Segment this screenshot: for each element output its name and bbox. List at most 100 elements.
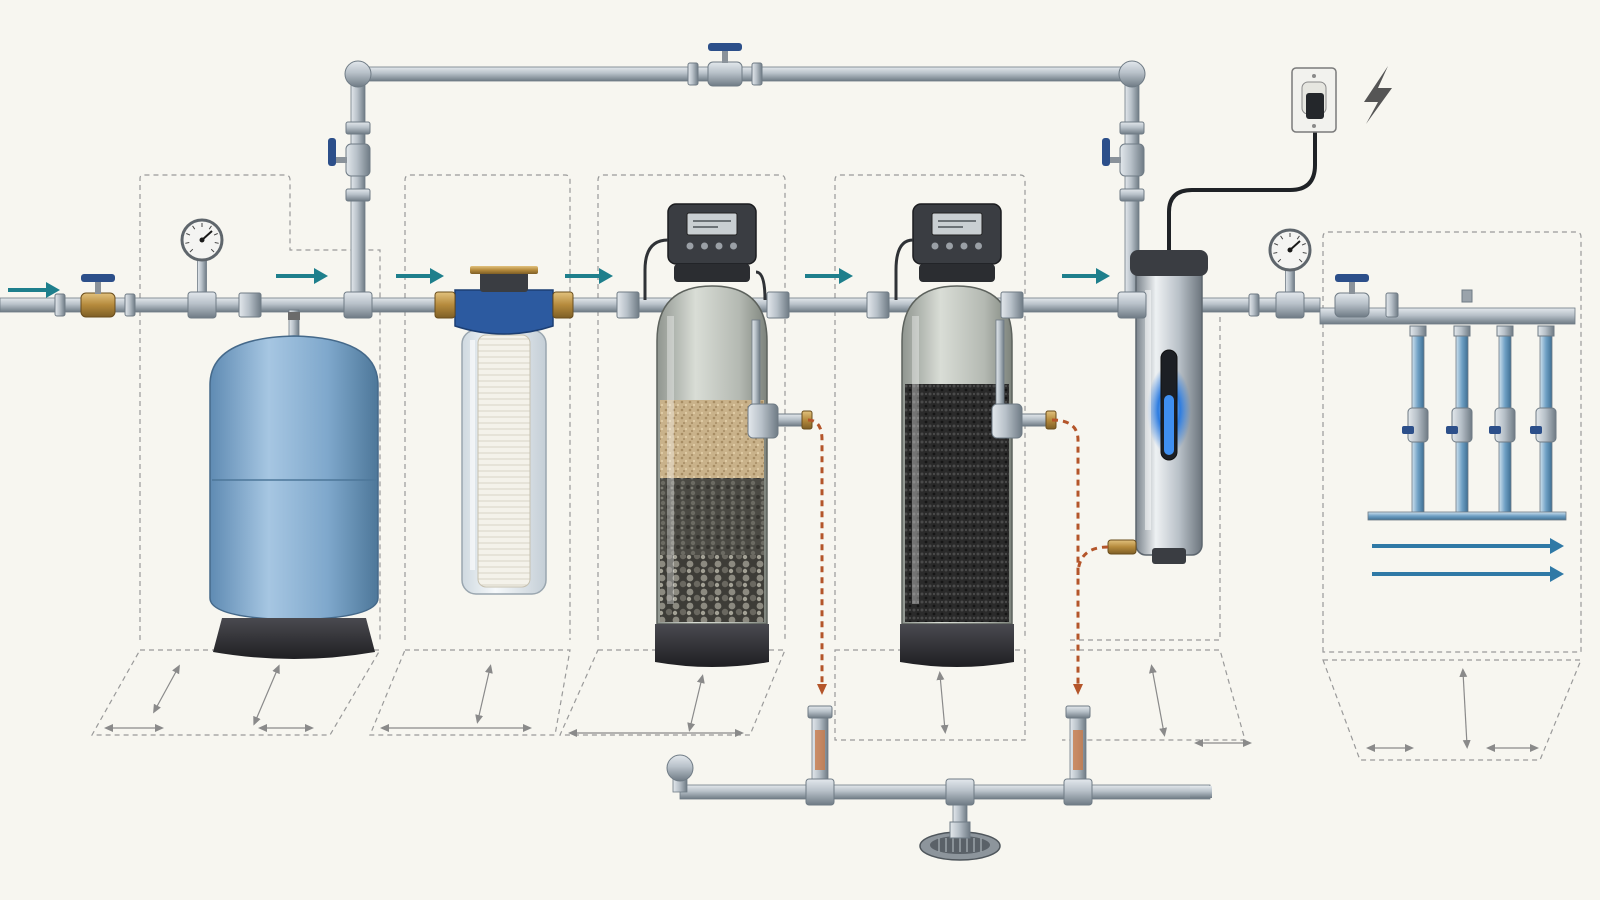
tee-fitting xyxy=(805,778,835,806)
uv-drain-nipple xyxy=(1107,539,1137,555)
pipe-coupling xyxy=(751,62,763,86)
arrow-head xyxy=(1550,566,1564,582)
tee-fitting xyxy=(1117,291,1147,319)
fittings xyxy=(54,43,1557,861)
pipe-elbow xyxy=(344,60,372,88)
valve-stem xyxy=(722,50,728,63)
uv-top-cap xyxy=(1130,250,1208,276)
ball-valve-icon xyxy=(80,274,116,318)
outlet-flow-arrow xyxy=(1372,538,1564,554)
branch-valve-body xyxy=(1451,407,1473,443)
uv-lamp-light xyxy=(1164,395,1174,455)
gauge-tick xyxy=(1298,258,1303,263)
tank-body xyxy=(209,335,379,621)
pipe-coupling xyxy=(1248,293,1260,317)
drain-standpipe xyxy=(805,705,835,806)
dashed-zone xyxy=(90,649,382,736)
ball-valve-icon xyxy=(1446,325,1473,443)
control-collar xyxy=(919,264,995,282)
dimension-arrow xyxy=(475,664,493,724)
pipe-coupling xyxy=(1119,188,1145,202)
manifold-cap xyxy=(1461,289,1473,303)
brass-union xyxy=(552,291,574,319)
manifold-header xyxy=(1319,307,1576,325)
ball-valve-icon xyxy=(1402,325,1429,443)
branch-coupling xyxy=(1453,325,1471,337)
pipe-coupling xyxy=(124,293,136,317)
dashed-zone xyxy=(404,174,571,640)
power-outlet-icon xyxy=(1291,67,1337,133)
backwash-drain-line xyxy=(1051,418,1083,695)
branch-valve-handle xyxy=(1402,426,1414,434)
gauge-tick xyxy=(1302,252,1307,254)
control-display xyxy=(931,212,983,236)
gauge-tick xyxy=(192,225,196,230)
housing-highlight xyxy=(470,340,475,570)
lightning-bolt-icon xyxy=(1364,66,1392,124)
control-button xyxy=(686,242,694,250)
dashed-zone xyxy=(597,174,786,640)
dimension-arrow xyxy=(687,674,705,732)
valve-body xyxy=(80,292,116,318)
control-valve-head xyxy=(912,203,1002,282)
gauge-tick xyxy=(185,242,190,244)
ball-valve-icon xyxy=(1334,274,1370,318)
drain-valve-outlet xyxy=(777,413,805,427)
control-button xyxy=(975,242,982,250)
gauge-tick xyxy=(186,233,191,236)
control-tube xyxy=(894,238,914,300)
tank-base xyxy=(900,624,1014,667)
gauge-hub xyxy=(1287,247,1293,253)
flow-arrow-icon xyxy=(8,282,60,298)
drain-valve-body xyxy=(991,403,1023,439)
tee-fitting xyxy=(1063,778,1093,806)
dimension-arrow xyxy=(253,664,280,726)
pipe-elbow xyxy=(666,754,694,782)
uv-highlight xyxy=(1145,290,1151,530)
ball-valve-icon xyxy=(1530,325,1557,443)
dashed-zone xyxy=(834,174,1026,640)
branch-valve-handle xyxy=(1446,426,1458,434)
control-button xyxy=(715,242,723,250)
tank-base xyxy=(655,624,769,667)
standpipe-rim xyxy=(807,705,833,719)
gauge-tick xyxy=(1296,235,1300,240)
equipment xyxy=(209,66,1392,667)
branch-valve-body xyxy=(1494,407,1516,443)
drain-valve-outlet xyxy=(1021,413,1049,427)
control-button xyxy=(931,242,939,250)
arrow-head xyxy=(1550,538,1564,554)
pipe-coupling xyxy=(616,291,640,319)
bypass-top-pipe xyxy=(357,66,1133,82)
control-button xyxy=(960,242,968,250)
flow-arrow-icon xyxy=(1062,268,1110,284)
standpipe-drain-flow xyxy=(1073,730,1083,770)
pipe-coupling xyxy=(345,188,371,202)
control-valve-head xyxy=(667,203,757,282)
bypass-riser-left xyxy=(350,73,366,301)
branch-valve-handle xyxy=(1530,426,1542,434)
floor-drain-icon xyxy=(919,821,1001,861)
control-collar xyxy=(674,264,750,282)
flow-arrow-icon xyxy=(276,268,328,284)
flow-arrow-icon xyxy=(396,268,444,284)
filter-head-bolt-bar xyxy=(470,266,538,274)
drain-main-pipe xyxy=(679,784,1211,800)
gauge-tick xyxy=(214,242,219,244)
drain-standpipe xyxy=(1063,705,1093,806)
brass-union xyxy=(434,291,456,319)
gauge-tick xyxy=(1280,235,1284,240)
ball-valve-icon xyxy=(1102,138,1145,177)
gauge-tick xyxy=(1277,258,1282,263)
dashed-zone xyxy=(1322,659,1582,761)
dashed-zone xyxy=(1070,315,1221,641)
standpipe-drain-flow xyxy=(815,730,825,770)
pressure-gauge-icon xyxy=(180,218,224,301)
gauge-tick xyxy=(213,233,218,236)
drain-valve-body xyxy=(747,403,779,439)
branch-valve-body xyxy=(1407,407,1429,443)
valve-stem xyxy=(1108,157,1121,163)
pressure-tank-icon xyxy=(209,309,379,659)
branch-coupling xyxy=(1537,325,1555,337)
